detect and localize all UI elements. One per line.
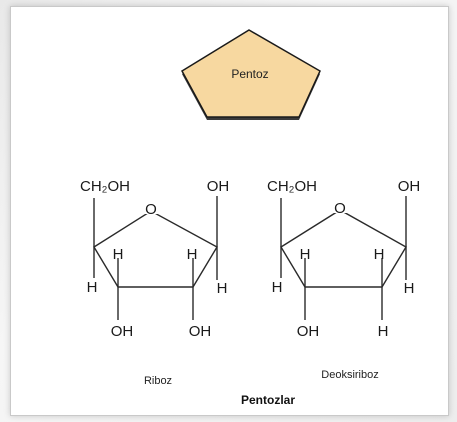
deoxyribose-c3-oh: OH <box>297 323 320 340</box>
pentagon-shape <box>181 29 321 118</box>
ribose-c3-oh: OH <box>111 323 134 340</box>
ribose-c2-h: H <box>187 246 198 263</box>
deoxyribose-ring <box>280 209 407 288</box>
ribose-c1-h: H <box>217 280 228 297</box>
deoxyribose-c2-h: H <box>374 246 385 263</box>
figure-title: Pentozlar <box>241 393 295 407</box>
ribose-c1-oh: OH <box>207 178 230 195</box>
deoxyribose-c1-oh: OH <box>398 178 421 195</box>
deoxyribose-ring-oxygen: O <box>334 200 346 217</box>
deoxyribose-c3-h: H <box>300 246 311 263</box>
pentose-pentagon: Pentoz <box>181 29 321 120</box>
deoxyribose-c4-h: H <box>272 279 283 296</box>
ribose-c4-h: H <box>87 279 98 296</box>
ribose-caption: Riboz <box>144 375 172 387</box>
ribose-ring <box>93 210 218 288</box>
ribose-o-mask <box>143 198 159 214</box>
deoxyribose-structure: CH₂OH O OH H H H H OH H Deoksiriboz <box>267 178 420 381</box>
deoxyribose-c2-h-bottom: H <box>378 323 389 340</box>
deoxyribose-caption: Deoksiriboz <box>321 369 378 381</box>
pentagon-label: Pentoz <box>231 67 268 81</box>
ribose-c2-oh: OH <box>189 323 212 340</box>
deoxyribose-c1-h: H <box>404 280 415 297</box>
ribose-ring-oxygen: O <box>145 201 157 218</box>
ribose-ch2oh: CH₂OH <box>80 178 130 195</box>
deoxyribose-ch2oh: CH₂OH <box>267 178 317 195</box>
ribose-c3-h: H <box>113 246 124 263</box>
ribose-structure: CH₂OH O OH H H H H OH OH Riboz <box>80 178 229 387</box>
deoxyribose-o-mask <box>332 197 348 213</box>
